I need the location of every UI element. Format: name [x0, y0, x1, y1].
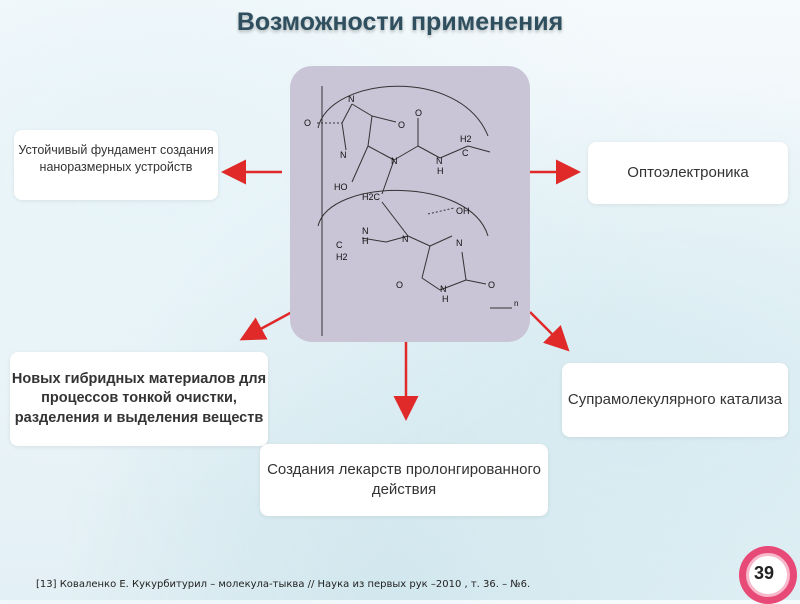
atom-label: O [488, 280, 495, 290]
atom-label: N [348, 94, 355, 104]
application-text: Оптоэлектроника [627, 163, 749, 181]
atom-label: H2 [460, 134, 472, 144]
atom-label: H2C [362, 192, 381, 202]
atom-label: H [362, 236, 369, 246]
application-box-drugs: Создания лекарств пролонгированного дейс… [260, 444, 548, 516]
application-text: Создания лекарств пролонгированного дейс… [267, 460, 541, 498]
arrow-to-hybrid [239, 310, 293, 341]
atom-label: N [362, 226, 369, 236]
atom-label: H [442, 294, 449, 304]
application-text: Новых гибридных материалов для процессов… [11, 370, 267, 426]
application-text: Супрамолекулярного катализа [567, 390, 783, 408]
molecule-structure: O N N O N O N H H2 C HO H2C OH N H C H2 … [304, 85, 518, 336]
application-box-optoelectronics: Оптоэлектроника [588, 142, 788, 204]
atom-label: OH [456, 206, 470, 216]
application-box-hybrid-materials: Новых гибридных материалов для процессов… [10, 352, 268, 446]
arrow-to-supramolecular [529, 311, 570, 352]
atom-label: C [462, 148, 469, 158]
atom-label: N [402, 234, 409, 244]
badge-ring [746, 553, 790, 597]
atom-label: C [336, 240, 343, 250]
atom-label: H [437, 166, 444, 176]
atom-label: O [415, 108, 422, 118]
page-number: 39 [753, 563, 775, 583]
atom-label: HO [334, 182, 348, 192]
molecule-panel: O N N O N O N H H2 C HO H2C OH N H C H2 … [290, 66, 530, 342]
atom-label: N [391, 156, 398, 166]
atom-label: N [440, 284, 447, 294]
atom-label: N [340, 150, 347, 160]
footnote-reference: [13] Коваленко Е. Кукурбитурил – молекул… [36, 579, 531, 590]
atom-label: O [396, 280, 403, 290]
atom-label: N [436, 156, 443, 166]
slide-title: Возможности применения [236, 8, 564, 36]
atom-label: O [304, 118, 311, 128]
application-box-foundation: Устойчивый фундамент создания наноразмер… [14, 130, 218, 200]
page-number-badge [739, 546, 797, 604]
application-box-supramolecular: Супрамолекулярного катализа [562, 363, 788, 437]
atom-label: N [456, 238, 463, 248]
atom-label: n [514, 299, 518, 308]
atom-label: H2 [336, 252, 348, 262]
atom-label: O [398, 120, 405, 130]
application-text: Устойчивый фундамент создания наноразмер… [18, 143, 214, 174]
